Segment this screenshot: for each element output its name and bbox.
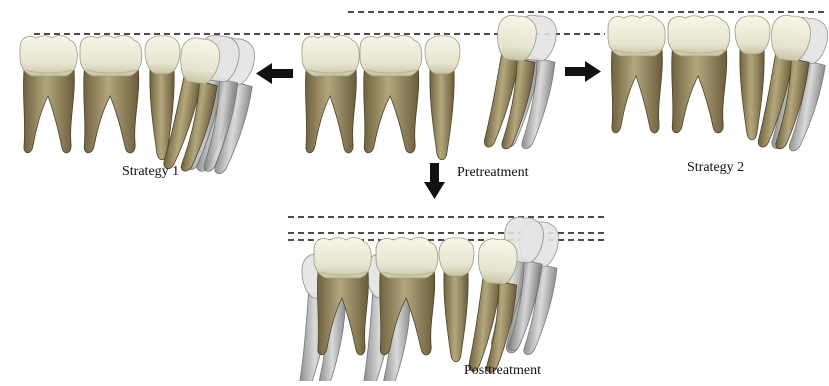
strategy-2-label: Strategy 2 [687,160,744,176]
posttreatment-label: Posttreatment [464,363,541,379]
arrow-left-icon [256,63,293,84]
tilted-premolar-tooth [468,238,519,374]
molar-tooth [668,16,730,133]
premolar-tooth [425,36,460,160]
molar-tooth [20,36,77,153]
molar-tooth [80,36,142,153]
pretreatment-teeth [302,13,560,159]
premolar-tooth [439,238,474,362]
strategy-1-label: Strategy 1 [122,164,179,180]
molar-tooth [360,36,422,153]
arrow-down-icon [424,163,445,199]
pretreatment-label: Pretreatment [457,165,529,181]
arrow-right-icon [565,61,601,82]
molar-tooth [302,36,359,153]
molar-tooth [608,16,665,133]
molar-tooth [314,238,371,355]
posttreatment-teeth [288,215,608,381]
